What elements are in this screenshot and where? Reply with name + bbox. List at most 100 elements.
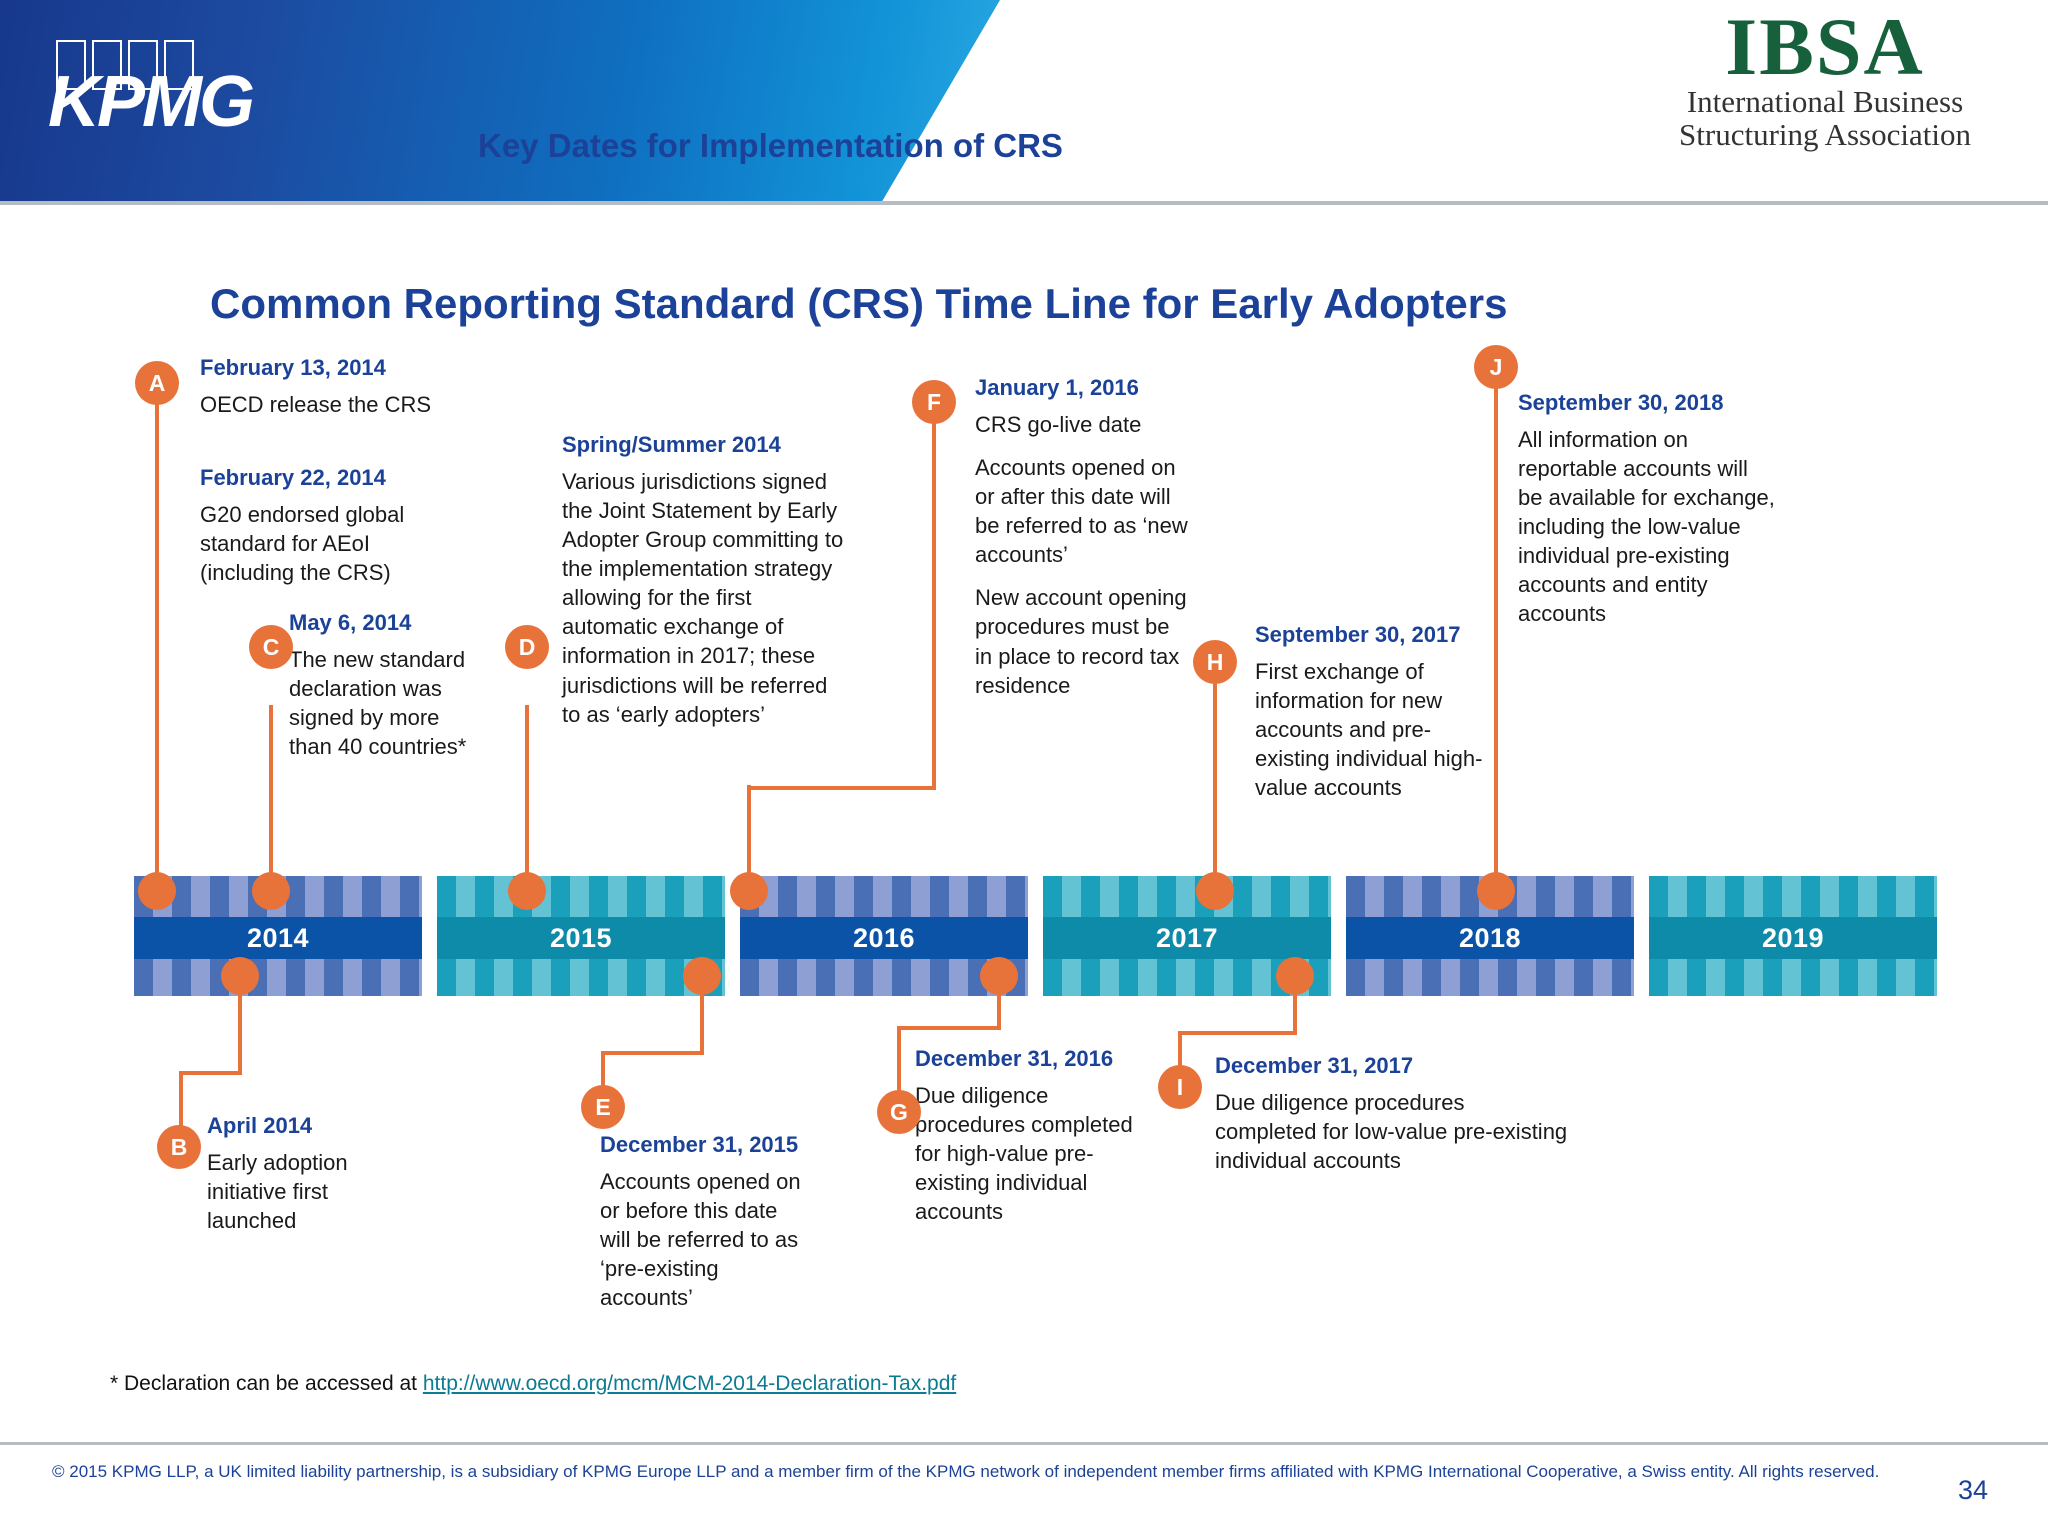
- ibsa-tagline-line2: Structuring Association: [1679, 116, 1971, 152]
- connector-g-h: [897, 1026, 1001, 1030]
- marker-c[interactable]: C: [249, 625, 293, 669]
- connector-d-v: [525, 705, 529, 890]
- callout-b-body: Early adoption initiative first launched: [207, 1150, 348, 1234]
- timeline-year-label: 2014: [246, 922, 310, 953]
- timeline-dot-a[interactable]: [138, 872, 176, 910]
- timeline-bar: 2014 2015 2016 2017 2018 2019: [134, 876, 1937, 996]
- connector-d-drop: [747, 785, 751, 893]
- callout-h-date: September 30, 2017: [1255, 622, 1461, 647]
- timeline-year-band: 2019: [1649, 917, 1937, 959]
- timeline-dot-j[interactable]: [1477, 872, 1515, 910]
- footnote: * Declaration can be accessed at http://…: [110, 1372, 956, 1396]
- connector-a: [155, 400, 159, 890]
- callout-e: December 31, 2015 Accounts opened on or …: [600, 1132, 880, 1312]
- marker-g[interactable]: G: [877, 1090, 921, 1134]
- connector-b-h: [179, 1071, 242, 1075]
- callout-a2-body: G20 endorsed global standard for AEoI (i…: [200, 502, 405, 586]
- callout-a2: February 22, 2014 G20 endorsed global st…: [200, 465, 530, 587]
- connector-g: [997, 975, 1001, 1030]
- connector-g-down: [897, 1026, 901, 1111]
- page-title: Common Reporting Standard (CRS) Time Lin…: [210, 280, 1508, 327]
- timeline-year-band: 2015: [437, 917, 725, 959]
- marker-f[interactable]: F: [912, 380, 956, 424]
- callout-a-date: February 13, 2014: [200, 355, 386, 380]
- page-number: 34: [1957, 1475, 1988, 1505]
- callout-d: Spring/Summer 2014 Various jurisdictions…: [562, 432, 862, 729]
- callout-h: September 30, 2017 First exchange of inf…: [1255, 622, 1555, 802]
- timeline-year-label: 2016: [852, 922, 916, 953]
- callout-a: February 13, 2014 OECD release the CRS: [200, 355, 530, 419]
- callout-c: May 6, 2014 The new standard declaration…: [289, 610, 549, 761]
- callout-h-body: First exchange of information for new ac…: [1255, 659, 1483, 801]
- callout-g-date: December 31, 2016: [915, 1046, 1114, 1071]
- callout-f-body-2: Accounts opened on or after this date wi…: [975, 455, 1188, 568]
- callout-c-body: The new standard declaration was signed …: [289, 647, 467, 760]
- marker-i[interactable]: I: [1158, 1065, 1202, 1109]
- kpmg-wordmark: KPMG: [48, 62, 255, 142]
- callout-f-date: January 1, 2016: [975, 375, 1139, 400]
- marker-h[interactable]: H: [1193, 640, 1237, 684]
- callout-d-body: Various jurisdictions signed the Joint S…: [562, 469, 844, 727]
- callout-j-body: All information on reportable accounts w…: [1518, 427, 1775, 627]
- callout-b-date: April 2014: [207, 1113, 313, 1138]
- callout-e-date: December 31, 2015: [600, 1132, 799, 1157]
- timeline-year-2014[interactable]: 2014: [134, 876, 422, 996]
- footnote-link[interactable]: http://www.oecd.org/mcm/MCM-2014-Declara…: [422, 1372, 957, 1395]
- marker-b[interactable]: B: [157, 1125, 201, 1169]
- callout-i-body: Due diligence procedures completed for l…: [1215, 1090, 1568, 1174]
- timeline-year-band: 2018: [1346, 917, 1634, 959]
- timeline-dot-i[interactable]: [1276, 957, 1314, 995]
- connector-e-down: [601, 1051, 605, 1104]
- timeline-year-label: 2015: [549, 922, 613, 953]
- timeline-dot-d[interactable]: [508, 872, 546, 910]
- callout-e-body: Accounts opened on or before this date w…: [600, 1169, 801, 1311]
- callout-i-date: December 31, 2017: [1215, 1053, 1414, 1078]
- callout-g-body: Due diligence procedures completed for h…: [915, 1083, 1133, 1225]
- timeline-year-band: 2016: [740, 917, 1028, 959]
- marker-a[interactable]: A: [135, 361, 179, 405]
- callout-f-body-1: CRS go-live date: [975, 412, 1142, 438]
- marker-e[interactable]: E: [581, 1085, 625, 1129]
- ibsa-tagline-line1: International Business: [1686, 83, 1964, 119]
- header-title: Key Dates for Implementation of CRS: [478, 127, 1063, 164]
- footer-divider: [0, 1442, 2048, 1445]
- callout-f-body-3: New account opening procedures must be i…: [975, 585, 1187, 698]
- footnote-prefix: * Declaration can be accessed at: [110, 1372, 423, 1395]
- marker-d[interactable]: D: [505, 625, 549, 669]
- timeline-year-band: 2017: [1043, 917, 1331, 959]
- callout-j-date: September 30, 2018: [1518, 390, 1724, 415]
- callout-a2-date: February 22, 2014: [200, 465, 386, 490]
- header-gradient-band: [0, 0, 1000, 205]
- timeline-year-label: 2019: [1761, 922, 1825, 953]
- connector-e: [700, 975, 704, 1055]
- connector-i: [1293, 975, 1297, 1035]
- timeline-dot-e[interactable]: [683, 957, 721, 995]
- timeline-year-label: 2018: [1458, 922, 1522, 953]
- timeline-dot-b[interactable]: [221, 957, 259, 995]
- header-divider: [0, 201, 2048, 205]
- connector-f: [932, 420, 936, 790]
- timeline-dot-f[interactable]: [730, 872, 768, 910]
- connector-i-h: [1178, 1031, 1297, 1035]
- callout-d-date: Spring/Summer 2014: [562, 432, 781, 457]
- timeline-dot-c[interactable]: [252, 872, 290, 910]
- connector-h: [1213, 680, 1217, 880]
- connector-i-down: [1178, 1031, 1182, 1086]
- callout-c-date: May 6, 2014: [289, 610, 412, 635]
- callout-j: September 30, 2018 All information on re…: [1518, 390, 1828, 629]
- connector-j: [1494, 385, 1498, 885]
- timeline-dot-h[interactable]: [1196, 872, 1234, 910]
- callout-i: December 31, 2017 Due diligence procedur…: [1215, 1053, 1595, 1175]
- timeline-dot-g[interactable]: [980, 957, 1018, 995]
- callout-f: January 1, 2016 CRS go-live date Account…: [975, 375, 1275, 700]
- callout-g: December 31, 2016 Due diligence procedur…: [915, 1046, 1175, 1226]
- connector-f-h: [747, 786, 936, 790]
- connector-c: [269, 705, 273, 890]
- connector-e-h: [601, 1051, 704, 1055]
- timeline-year-2019[interactable]: 2019: [1649, 876, 1937, 996]
- marker-j[interactable]: J: [1474, 345, 1518, 389]
- timeline-year-band: 2014: [134, 917, 422, 959]
- kpmg-bars-icon: [56, 40, 216, 90]
- timeline-year-2015[interactable]: 2015: [437, 876, 725, 996]
- footer-copyright: © 2015 KPMG LLP, a UK limited liability …: [52, 1462, 1880, 1481]
